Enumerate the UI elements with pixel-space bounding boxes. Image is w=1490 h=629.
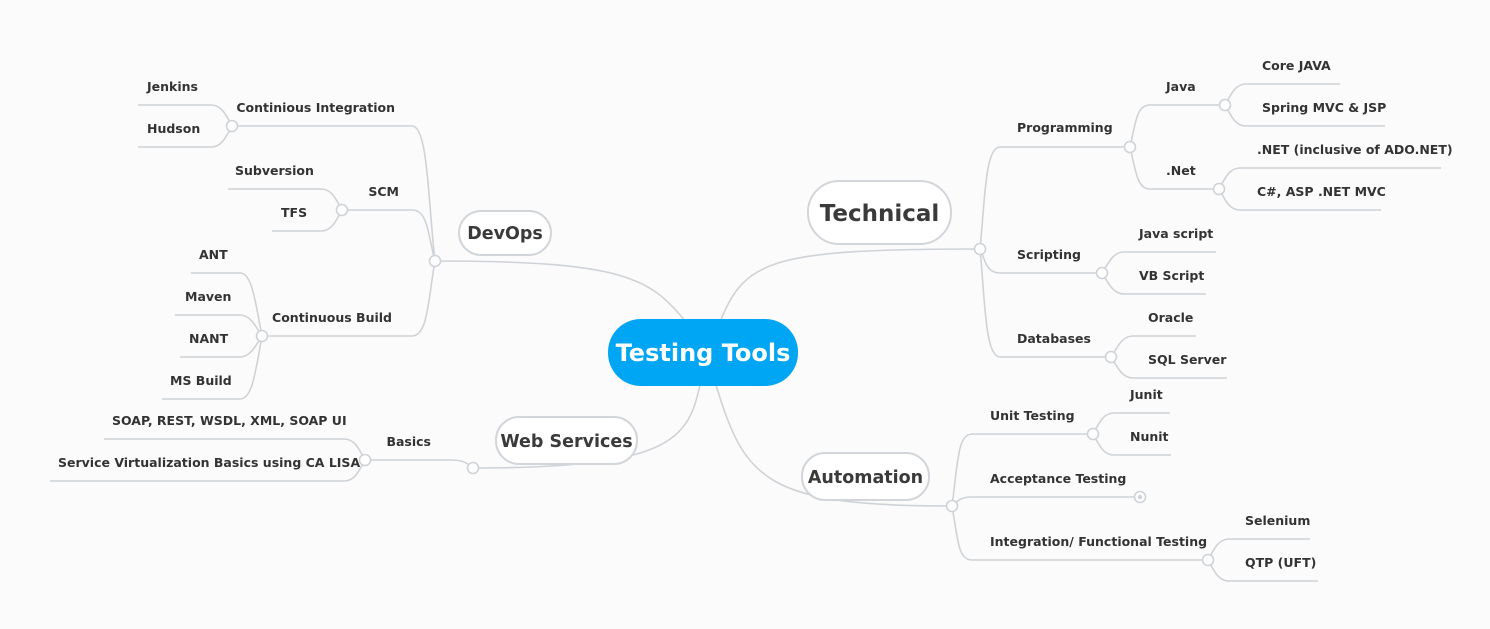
leaf-junit[interactable]: Junit	[1129, 387, 1163, 402]
leaf-sql-server[interactable]: SQL Server	[1148, 352, 1227, 367]
topic-technical[interactable]: Technical	[807, 180, 952, 245]
root-topic-box[interactable]	[608, 319, 798, 386]
topic-technical-label: Technical	[820, 201, 940, 227]
leaf-qtp-uft[interactable]: QTP (UFT)	[1245, 555, 1316, 570]
topic-devops-box[interactable]	[458, 210, 552, 256]
leaf-dotnet-ado[interactable]: .NET (inclusive of ADO.NET)	[1257, 142, 1453, 157]
connector-web-services	[472, 384, 701, 469]
knob-ci[interactable]	[225, 119, 239, 133]
main-connectors	[434, 248, 981, 507]
knob-dotnet[interactable]	[1212, 182, 1226, 196]
knob-scripting[interactable]	[1095, 266, 1109, 280]
leaf-csharp-asp[interactable]: C#, ASP .NET MVC	[1257, 184, 1386, 199]
knob-java[interactable]	[1218, 98, 1232, 112]
leaf-ant[interactable]: ANT	[199, 247, 228, 262]
root-topic[interactable]: Testing Tools	[608, 319, 798, 386]
knob-unit-testing[interactable]	[1086, 427, 1100, 441]
knob-scm[interactable]	[335, 203, 349, 217]
devops-labels: Continious Integration Jenkins Hudson SC…	[146, 79, 399, 388]
devops-connectors	[138, 104, 436, 400]
leaf-jenkins[interactable]: Jenkins	[146, 79, 198, 94]
knob-web-services[interactable]	[466, 461, 480, 475]
topic-devops-label: DevOps	[467, 224, 543, 244]
leaf-oracle[interactable]: Oracle	[1148, 310, 1193, 325]
knob-integration-testing[interactable]	[1201, 553, 1215, 567]
subtopic-acceptance-testing[interactable]: Acceptance Testing	[990, 471, 1126, 486]
subtopic-unit-testing[interactable]: Unit Testing	[990, 408, 1075, 423]
leaf-maven[interactable]: Maven	[185, 289, 231, 304]
subtopic-basics[interactable]: Basics	[386, 434, 431, 449]
leaf-ms-build[interactable]: MS Build	[170, 373, 232, 388]
leaf-hudson[interactable]: Hudson	[147, 121, 200, 136]
knob-automation[interactable]	[945, 499, 959, 513]
connector-technical	[719, 248, 981, 323]
subtopic-scripting[interactable]: Scripting	[1017, 247, 1081, 262]
knob-basics[interactable]	[358, 453, 372, 467]
leaf-selenium[interactable]: Selenium	[1245, 513, 1310, 528]
topic-web-services-label: Web Services	[500, 432, 632, 452]
leaf-core-java[interactable]: Core JAVA	[1262, 58, 1331, 73]
topic-devops[interactable]: DevOps	[458, 210, 552, 256]
leaf-nant[interactable]: NANT	[189, 331, 229, 346]
collapse-knobs[interactable]	[225, 98, 1232, 567]
leaf-tfs[interactable]: TFS	[281, 205, 307, 220]
topic-automation-box[interactable]	[801, 452, 930, 501]
knob-build[interactable]	[255, 329, 269, 343]
connector-automation	[715, 384, 953, 507]
knob-programming[interactable]	[1123, 140, 1137, 154]
subtopic-databases[interactable]: Databases	[1017, 331, 1091, 346]
subtopic-scm[interactable]: SCM	[368, 184, 399, 199]
subtopic-integration-testing[interactable]: Integration/ Functional Testing	[990, 534, 1207, 549]
leaf-vbscript[interactable]: VB Script	[1139, 268, 1204, 283]
subtopic-dotnet[interactable]: .Net	[1166, 163, 1196, 178]
leaf-nunit[interactable]: Nunit	[1130, 429, 1169, 444]
subtopic-ci[interactable]: Continious Integration	[236, 100, 395, 115]
knob-acceptance-dot-icon	[1137, 494, 1143, 500]
knob-technical[interactable]	[973, 242, 987, 256]
knob-devops[interactable]	[428, 254, 442, 268]
web-services-labels: Basics SOAP, REST, WSDL, XML, SOAP UI Se…	[58, 413, 431, 470]
topic-web-services-box[interactable]	[495, 416, 638, 465]
leaf-soap-rest[interactable]: SOAP, REST, WSDL, XML, SOAP UI	[112, 413, 347, 428]
subtopic-java[interactable]: Java	[1165, 79, 1196, 94]
root-topic-label: Testing Tools	[616, 339, 791, 367]
subtopic-build[interactable]: Continuous Build	[272, 310, 392, 325]
connector-devops	[434, 260, 687, 323]
technical-labels: Programming Java Core JAVA Spring MVC & …	[1017, 58, 1453, 367]
leaf-spring-mvc[interactable]: Spring MVC & JSP	[1262, 100, 1386, 115]
topic-automation[interactable]: Automation	[801, 452, 930, 501]
automation-labels: Unit Testing Junit Nunit Acceptance Test…	[990, 387, 1316, 570]
topic-web-services[interactable]: Web Services	[495, 416, 638, 465]
subtopic-programming[interactable]: Programming	[1017, 120, 1113, 135]
knob-databases[interactable]	[1104, 350, 1118, 364]
topic-technical-box[interactable]	[807, 180, 952, 245]
topic-automation-label: Automation	[808, 468, 923, 488]
leaf-subversion[interactable]: Subversion	[235, 163, 314, 178]
leaf-service-virtualization[interactable]: Service Virtualization Basics using CA L…	[58, 455, 360, 470]
leaf-javascript[interactable]: Java script	[1138, 226, 1213, 241]
